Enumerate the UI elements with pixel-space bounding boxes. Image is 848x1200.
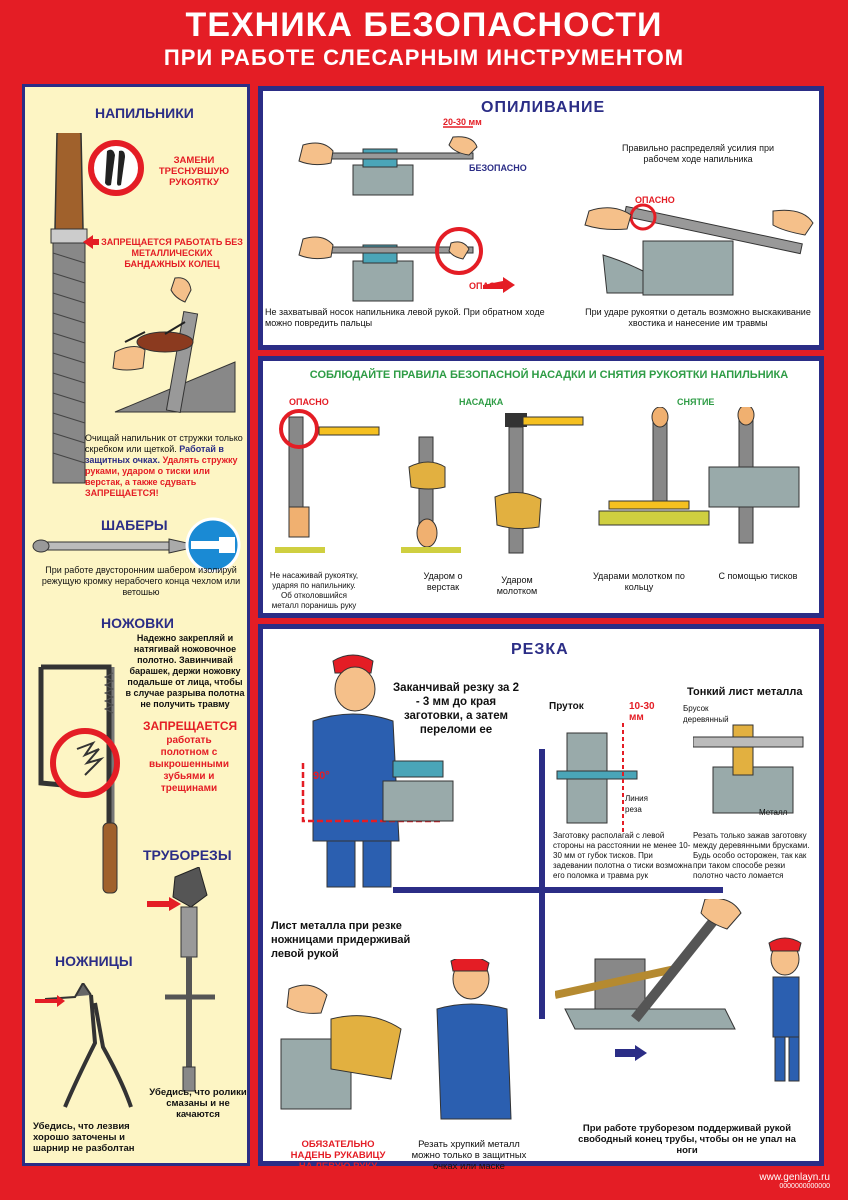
- section-filing: ОПИЛИВАНИЕ 20-30 мм БЕЗОПАСНО ОПАСНО Не …: [258, 86, 824, 350]
- scissors-text: Убедись, что лезвия хорошо заточены и ша…: [33, 1121, 135, 1154]
- filing-safe-label: БЕЗОПАСНО: [469, 163, 527, 173]
- scrapers-title: ШАБЕРЫ: [101, 517, 168, 533]
- pipecutters-title: ТРУБОРЕЗЫ: [143, 847, 232, 863]
- section-cutting: РЕЗКА 90° Заканчивай резку за 2 - 3 мм д…: [258, 624, 824, 1172]
- hacksaw-illustration: [38, 664, 120, 894]
- warning-arrow-icon: [83, 235, 99, 249]
- sheet-cutting-illustration: [280, 959, 512, 1120]
- filing-danger-label-2: ОПАСНО: [635, 195, 675, 205]
- cut-line-label: Линия реза: [625, 794, 648, 814]
- poster-subtitle: ПРИ РАБОТЕ СЛЕСАРНЫМ ИНСТРУМЕНТОМ: [163, 45, 685, 70]
- sheet-text: Лист металла при резке ножницами придерж…: [271, 920, 411, 960]
- metal-label: Металл: [759, 808, 788, 817]
- handle-remove-label: СНЯТИЕ: [677, 397, 715, 407]
- handle-rules-title: СОБЛЮДАЙТЕ ПРАВИЛА БЕЗОПАСНОЙ НАСАДКИ И …: [309, 369, 789, 381]
- filing-tail-text: При ударе рукоятки о деталь возможно выс…: [585, 307, 811, 328]
- product-code: 0000000000000: [779, 1183, 830, 1190]
- filing-title: ОПИЛИВАНИЕ: [481, 99, 606, 116]
- scraper-sign-icon: [185, 517, 241, 573]
- wood-bar-label: Брусок деревянный: [683, 704, 729, 724]
- filing-danger-label: ОПАСНО: [469, 281, 509, 291]
- handle-danger-label: ОПАСНО: [289, 397, 329, 407]
- scraper-tool-illustration: [32, 538, 188, 554]
- cleaning-text: Очищай напильник от стружки только скреб…: [85, 433, 245, 499]
- handle-mount-label: НАСАДКА: [459, 397, 504, 407]
- rod-text: Заготовку располагай с левой стороны на …: [553, 831, 693, 880]
- rod-label: Пруток: [549, 701, 584, 712]
- file-tool-illustration: [50, 133, 88, 484]
- hacksaw-title: НОЖОВКИ: [101, 615, 174, 631]
- hacksaw-text: Надежно закрепляй и натягивай ножовочное…: [125, 633, 245, 709]
- thin-sheet-label: Тонкий лист металла: [687, 686, 803, 698]
- handle-caption-4: Ударами молотком по кольцу: [593, 571, 685, 592]
- footer: www.genlayn.ru 0000000000000: [759, 1172, 830, 1190]
- replace-handle-text: ЗАМЕНИ ТРЕСНУВШУЮ РУКОЯТКУ: [158, 155, 230, 188]
- header: ТЕХНИКА БЕЗОПАСНОСТИ ПРИ РАБОТЕ СЛЕСАРНЫ…: [0, 0, 848, 82]
- scrapers-text: При работе двусторонним шабером изолируй…: [41, 565, 241, 597]
- handle-rules-illustrations: [275, 407, 800, 554]
- cleaning-text-4: ЗАПРЕЩАЕТСЯ!: [85, 488, 159, 498]
- cracked-handle-sign-icon: [88, 140, 144, 196]
- handle-caption-1: Не насаживай рукоятку, ударяя по напильн…: [269, 571, 359, 610]
- rod-illustration: [556, 723, 638, 833]
- pipecutters-text: Убедись, что ролики смазаны и не качаютс…: [149, 1087, 247, 1120]
- hacksaw-forbid-title: ЗАПРЕЩАЕТСЯ: [143, 719, 238, 733]
- handle-caption-2: Ударом о верстак: [423, 571, 463, 592]
- handle-caption-3: Ударом молотком: [496, 575, 538, 596]
- file-cleaning-illustration: [112, 277, 236, 414]
- pipe-text: При работе труборезом поддерживай рукой …: [578, 1123, 796, 1156]
- scissors-tool-illustration: [35, 983, 133, 1108]
- pipe-cutting-illustration: [555, 899, 802, 1082]
- filing-safe-illustration: [298, 126, 478, 196]
- cleaning-text-2: Работай в защитных очках.: [85, 444, 224, 465]
- section-handle-rules: СОБЛЮДАЙТЕ ПРАВИЛА БЕЗОПАСНОЙ НАСАДКИ И …: [258, 356, 824, 618]
- cleaning-text-3: Удалять стружку руками, ударом о тиски и…: [85, 455, 238, 487]
- worker-hacksaw-illustration: [301, 654, 454, 888]
- finish-text: Заканчивай резку за 2 - 3 мм до края заг…: [392, 682, 520, 736]
- pipecutter-tool-illustration: [165, 867, 215, 1092]
- filing-distribute-text: Правильно распределяй усилия при рабочем…: [622, 143, 774, 164]
- angle-label: 90°: [313, 770, 330, 782]
- no-bands-text: ЗАПРЕЩАЕТСЯ РАБОТАТЬ БЕЗ МЕТАЛЛИЧЕСКИХ Б…: [101, 237, 243, 269]
- filing-danger-illustration: [298, 227, 515, 302]
- section-divider: [393, 749, 723, 1019]
- thin-sheet-illustration: [693, 724, 804, 814]
- files-title: НАПИЛЬНИКИ: [95, 105, 194, 121]
- hacksaw-forbid-text: работать полотном с выкрошенными зубьями…: [149, 735, 229, 794]
- filing-dim-label: 20-30 мм: [443, 117, 482, 127]
- rod-dim-label: 10-30 мм: [629, 701, 655, 723]
- pipecutter-arrow-icon: [147, 897, 181, 911]
- brittle-text: Резать хрупкий металл можно только в защ…: [411, 1139, 527, 1172]
- filing-no-grab-text: Не захватывай носок напильника левой рук…: [265, 307, 545, 328]
- site-link[interactable]: www.genlayn.ru: [759, 1172, 830, 1183]
- poster-title: ТЕХНИКА БЕЗОПАСНОСТИ: [185, 6, 663, 44]
- thin-sheet-text: Резать только зажав заготовку между дере…: [693, 831, 810, 880]
- cleaning-text-1: Очищай напильник от стружки только скреб…: [85, 433, 243, 454]
- left-panel: НАПИЛЬНИКИ ЗАМЕНИ ТРЕСНУВШУЮ РУКОЯТКУ ЗА…: [22, 84, 250, 1166]
- cutting-title: РЕЗКА: [511, 641, 569, 658]
- filing-tail-illustration: [584, 203, 814, 296]
- handle-caption-5: С помощью тисков: [718, 571, 798, 581]
- glove-text: ОБЯЗАТЕЛЬНО НАДЕНЬ РУКАВИЦУ НА ЛЕВУЮ РУК…: [290, 1139, 386, 1172]
- scissors-title: НОЖНИЦЫ: [55, 953, 133, 969]
